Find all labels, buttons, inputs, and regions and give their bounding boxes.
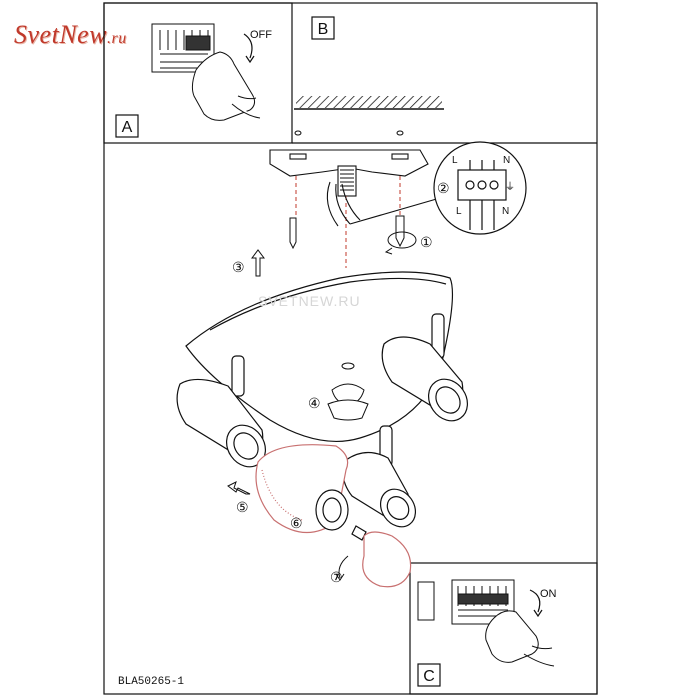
spotlight-center bbox=[342, 425, 417, 528]
step-4: ④ bbox=[308, 395, 321, 411]
brand-suffix: New bbox=[59, 20, 108, 49]
insert-arrow-icon bbox=[227, 481, 251, 495]
rotate-arrow-icon bbox=[335, 555, 349, 581]
center-watermark: SVETNEW.RU bbox=[258, 293, 361, 309]
ceiling-screws bbox=[294, 130, 404, 136]
switch-state-off: OFF bbox=[250, 29, 272, 41]
switch-state-on: ON bbox=[540, 588, 557, 600]
brand-name: Svet bbox=[14, 20, 60, 49]
mounting-bracket bbox=[269, 149, 429, 197]
panel-label-c: C bbox=[423, 668, 435, 685]
label-box-b bbox=[311, 16, 335, 40]
breaker-box-a bbox=[151, 23, 215, 73]
step-2: ② bbox=[437, 180, 450, 196]
ceiling-hatch bbox=[294, 96, 444, 110]
light-bulb bbox=[351, 525, 412, 588]
spotlight-right bbox=[381, 313, 469, 422]
label-box-a bbox=[115, 114, 139, 138]
panel-label-a: A bbox=[122, 119, 133, 136]
panel-a-box bbox=[103, 2, 293, 144]
switch-arrow-icon-c bbox=[529, 589, 543, 618]
step-5: ⑤ bbox=[236, 499, 249, 515]
earth-symbol-icon: ⏚ bbox=[505, 181, 515, 193]
supply-wires bbox=[326, 181, 441, 227]
terminal-zoom-circle bbox=[433, 141, 527, 235]
step-1: ① bbox=[420, 234, 433, 250]
panel-c-box bbox=[409, 562, 598, 695]
step-7: ⑦ bbox=[330, 569, 343, 585]
panel-label-b: B bbox=[318, 21, 329, 38]
step-6: ⑥ bbox=[290, 515, 303, 531]
outer-frame bbox=[103, 2, 598, 695]
breaker-box-c bbox=[417, 579, 515, 625]
retaining-ring bbox=[315, 489, 349, 531]
terminal-l-top: L bbox=[452, 155, 458, 166]
brand-watermark: SvetNew.ru bbox=[14, 20, 127, 50]
terminal-n-bottom: N bbox=[502, 206, 509, 217]
hand-icon bbox=[191, 51, 261, 121]
terminal-l-bottom: L bbox=[456, 206, 462, 217]
switch-arrow-icon bbox=[243, 33, 255, 64]
model-code: BLA50265-1 bbox=[118, 676, 185, 688]
up-arrow-icon bbox=[251, 249, 265, 277]
center-cover bbox=[327, 362, 369, 421]
brand-tld: .ru bbox=[107, 30, 127, 47]
label-box-c bbox=[417, 663, 441, 687]
mounting-screws bbox=[289, 215, 417, 255]
hand-icon-c bbox=[485, 610, 555, 667]
terminal-n-top: N bbox=[503, 155, 510, 166]
step-3: ③ bbox=[232, 259, 245, 275]
